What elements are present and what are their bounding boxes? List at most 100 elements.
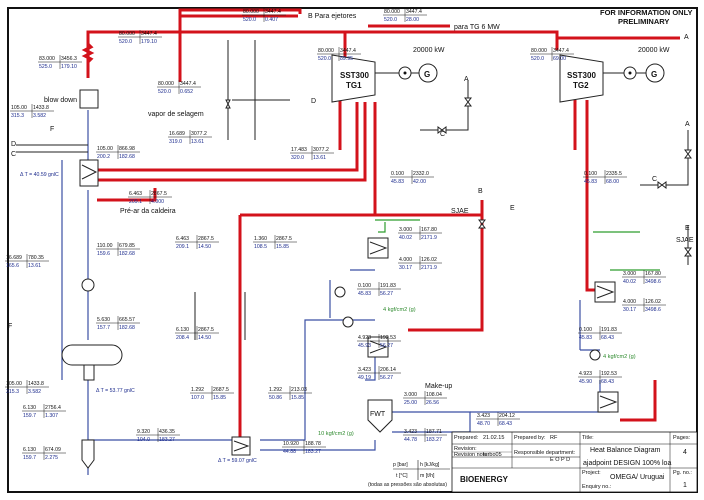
stream-m: 68.43 (499, 421, 512, 427)
generator-tg2 (645, 63, 665, 83)
turbine-tg1-tag: TG1 (346, 81, 362, 90)
stream-p: 5.630 (97, 317, 110, 323)
generator-tg2-label: G (651, 70, 657, 79)
stream-p: 6.130 (176, 327, 189, 333)
stream-m: 68.43 (601, 379, 614, 385)
stream-p: 10.920 (283, 441, 299, 447)
stream-t: 159.7 (23, 413, 36, 419)
valves (225, 97, 692, 257)
tb-pages-label: Pages: (673, 435, 691, 441)
tb-project-label: Project: (582, 470, 601, 476)
stream-p: 3.000 (399, 227, 412, 233)
stream-m: 42.00 (413, 179, 426, 185)
label-seal-steam: vapor de selagem (148, 111, 204, 118)
stream-m: 89.95 (340, 56, 353, 62)
stream-t: 107.0 (191, 395, 204, 401)
stream-t: 209.1 (176, 244, 189, 250)
stream-h: 213.03 (291, 387, 307, 393)
valve-e1 (478, 219, 486, 229)
stream-p: 3.423 (404, 429, 417, 435)
stream-t: 315.3 (6, 389, 19, 395)
stream-p: 3.000 (404, 392, 417, 398)
tb-prepared-by-label: Prepared by: (514, 435, 546, 441)
tb-pages: 4 (683, 449, 687, 456)
stream-t: 520.0 (384, 17, 397, 23)
stream-h: 188.78 (305, 441, 321, 447)
stream-h: 1433.8 (28, 381, 44, 387)
stream-h: 187.71 (426, 429, 442, 435)
stream-m: 1.307 (45, 413, 58, 419)
stream-h: 126.02 (421, 257, 437, 263)
stream-m: 13.61 (191, 139, 204, 145)
label-cond-pressure-1: 4 kgf/cm2 (g) (383, 307, 416, 313)
stream-t: 49.19 (358, 375, 371, 381)
stream-h: 436.35 (159, 429, 175, 435)
turbine-tg2-body (559, 54, 604, 103)
stream-m: 14.50 (198, 244, 211, 250)
stream-m: 2.275 (45, 455, 58, 461)
notice-line2: PRELIMINARY (618, 17, 669, 26)
turbine-tg2-tag: TG2 (573, 81, 589, 90)
stream-p: 6.463 (129, 191, 142, 197)
main-steam-lines (86, 8, 680, 445)
label-dt-bottom: Δ T = 59.07 gnlC (218, 458, 257, 464)
stream-m: 2171.9 (421, 235, 437, 241)
stream-t: 40.02 (399, 235, 412, 241)
stream-h: 3456.3 (61, 56, 77, 62)
stream-t: 208.4 (176, 335, 189, 341)
stream-h: 665.57 (119, 317, 135, 323)
stream-t: 165.6 (6, 263, 19, 269)
stream-h: 2687.5 (213, 387, 229, 393)
stream-m: 69.00 (553, 56, 566, 62)
stream-h: 2867.5 (198, 236, 214, 242)
stream-t: 30.17 (623, 307, 636, 313)
stream-m: 56.27 (380, 291, 393, 297)
stream-p: 105.00 (6, 381, 22, 387)
economizer-coil (81, 164, 98, 180)
stream-t: 159.6 (97, 251, 110, 257)
cooling-water-lines (375, 219, 660, 271)
stream-m: 179.10 (61, 64, 77, 70)
stream-h: 1433.8 (33, 105, 49, 111)
stream-h: 2867.5 (276, 236, 292, 242)
turbine-tg2-name: SST300 (567, 71, 596, 80)
stream-m: 3.582 (28, 389, 41, 395)
economizer (79, 159, 99, 187)
port-d-2: D (11, 141, 16, 148)
stream-t: 45.83 (358, 291, 371, 297)
stream-h: 126.02 (645, 299, 661, 305)
stream-t: 315.3 (11, 113, 24, 119)
turbine-tg1: SST300 TG1 G 20000 kW (331, 47, 445, 103)
port-e-1: E (510, 205, 515, 212)
fwt-tank (367, 399, 393, 433)
legend-note: (todas as pressões são absolutas) (368, 482, 447, 488)
stream-m: 15.85 (276, 244, 289, 250)
stream-m: 26.56 (426, 400, 439, 406)
stream-p: 6.130 (23, 447, 36, 453)
stream-p: 0.100 (584, 171, 597, 177)
stream-m: 68.43 (601, 335, 614, 341)
legend-m: m [t/h] (420, 473, 435, 479)
fwt-label: FWT (370, 411, 386, 418)
stream-h: 191.83 (380, 283, 396, 289)
stream-p: 9.320 (137, 429, 150, 435)
stream-m: 56.27 (380, 375, 393, 381)
label-dt-drum: Δ T = 53.77 gnlC (96, 388, 135, 394)
stream-h: 3447.4 (553, 48, 569, 54)
stream-h: 191.83 (601, 327, 617, 333)
valve-d (225, 99, 231, 109)
